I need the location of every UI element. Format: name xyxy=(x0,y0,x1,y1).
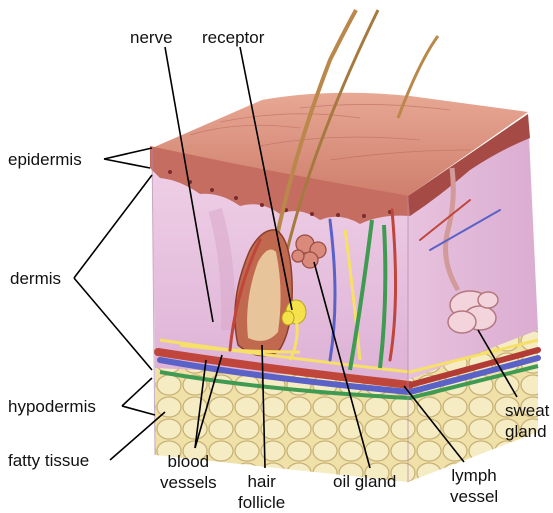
label-sweat-gland: sweat gland xyxy=(505,400,549,442)
sweat-gland xyxy=(448,291,498,333)
label-receptor: receptor xyxy=(202,27,264,48)
label-sweat-gland-line1: sweat xyxy=(505,400,549,421)
label-blood-vessels: blood vessels xyxy=(160,451,217,493)
leader-dermis-2 xyxy=(74,278,152,370)
label-oil-gland: oil gland xyxy=(333,471,396,492)
label-blood-vessels-line1: blood xyxy=(160,451,217,472)
label-hypodermis: hypodermis xyxy=(8,396,96,417)
label-hair-follicle: hair follicle xyxy=(238,471,285,513)
label-dermis: dermis xyxy=(10,268,61,289)
label-epidermis: epidermis xyxy=(8,149,82,170)
label-nerve: nerve xyxy=(130,27,173,48)
label-fatty-tissue: fatty tissue xyxy=(8,450,89,471)
label-hair-follicle-line1: hair xyxy=(238,471,285,492)
label-lymph-vessel: lymph vessel xyxy=(450,465,498,507)
leader-epidermis-1 xyxy=(104,148,152,159)
label-blood-vessels-line2: vessels xyxy=(160,472,217,493)
leader-hypodermis-1 xyxy=(122,378,152,406)
label-lymph-vessel-line2: vessel xyxy=(450,486,498,507)
label-lymph-vessel-line1: lymph xyxy=(450,465,498,486)
leader-epidermis-2 xyxy=(104,159,150,168)
leader-dermis-1 xyxy=(74,175,152,278)
label-hair-follicle-line2: follicle xyxy=(238,492,285,513)
leader-hypodermis-2 xyxy=(122,406,155,415)
label-sweat-gland-line2: gland xyxy=(505,421,549,442)
